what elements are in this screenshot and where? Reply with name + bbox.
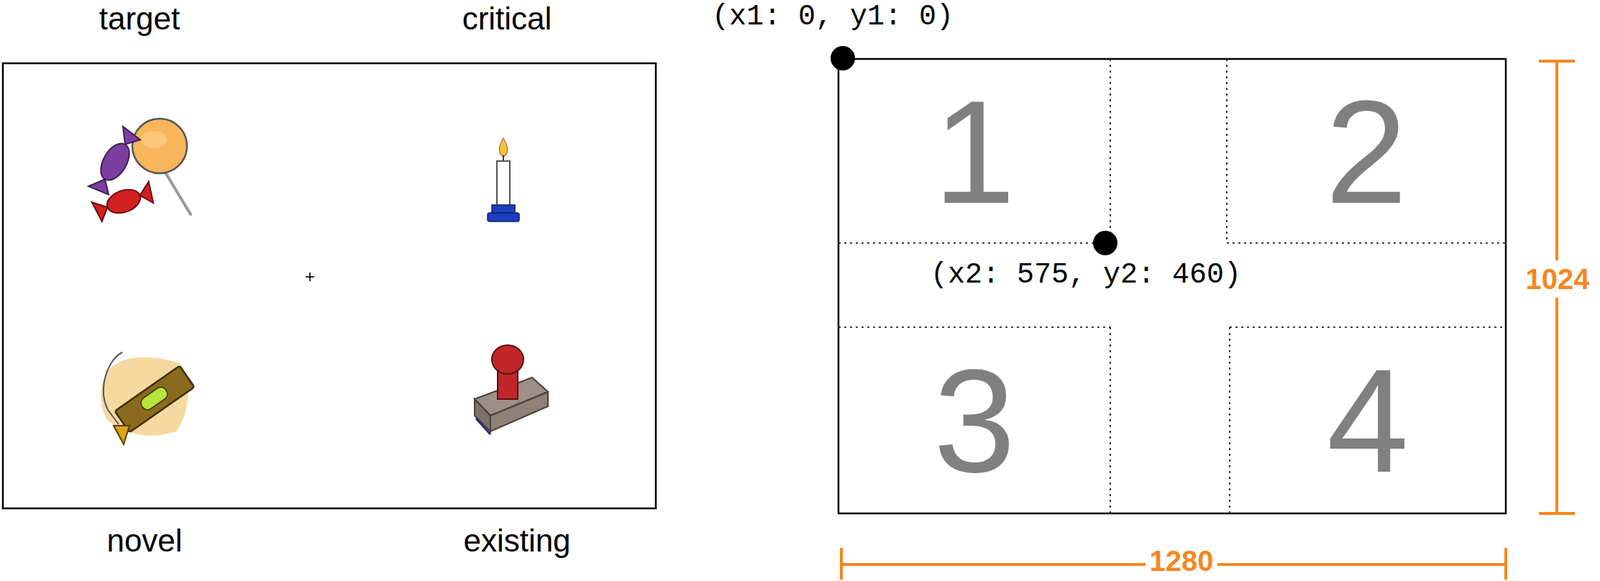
corner-dot: [1093, 230, 1118, 256]
coordinate-label: (x2: 575, y2: 460): [930, 259, 1242, 292]
aoi-boundary: [838, 58, 1506, 514]
region-number: 3: [933, 346, 1016, 495]
coordinate-label: (x1: 0, y1: 0): [711, 1, 954, 34]
condition-label: novel: [106, 523, 182, 559]
candy-picture: [87, 118, 191, 223]
region-number: 2: [1325, 77, 1408, 226]
region-number: 1: [933, 77, 1016, 226]
dimension-label: 1024: [1521, 260, 1595, 298]
display-frame: [2, 63, 656, 509]
dimension-label: 1280: [1145, 542, 1219, 580]
aoi-region: 1: [839, 60, 1109, 242]
corner-dot: [830, 46, 856, 71]
aoi-region: 3: [839, 328, 1109, 512]
aoi-region: 2: [1228, 60, 1505, 242]
level-picture: [101, 352, 195, 445]
candle-picture: [487, 138, 520, 222]
condition-label: existing: [463, 523, 571, 559]
condition-label: critical: [462, 1, 553, 36]
aoi-region: 4: [1231, 328, 1505, 512]
fixation-cross: [305, 272, 315, 282]
stamp-picture: [474, 345, 548, 435]
region-number: 4: [1326, 346, 1409, 495]
dimension-bracket: [841, 61, 1575, 580]
condition-label: target: [99, 1, 181, 36]
screen-frame: [838, 58, 1506, 514]
